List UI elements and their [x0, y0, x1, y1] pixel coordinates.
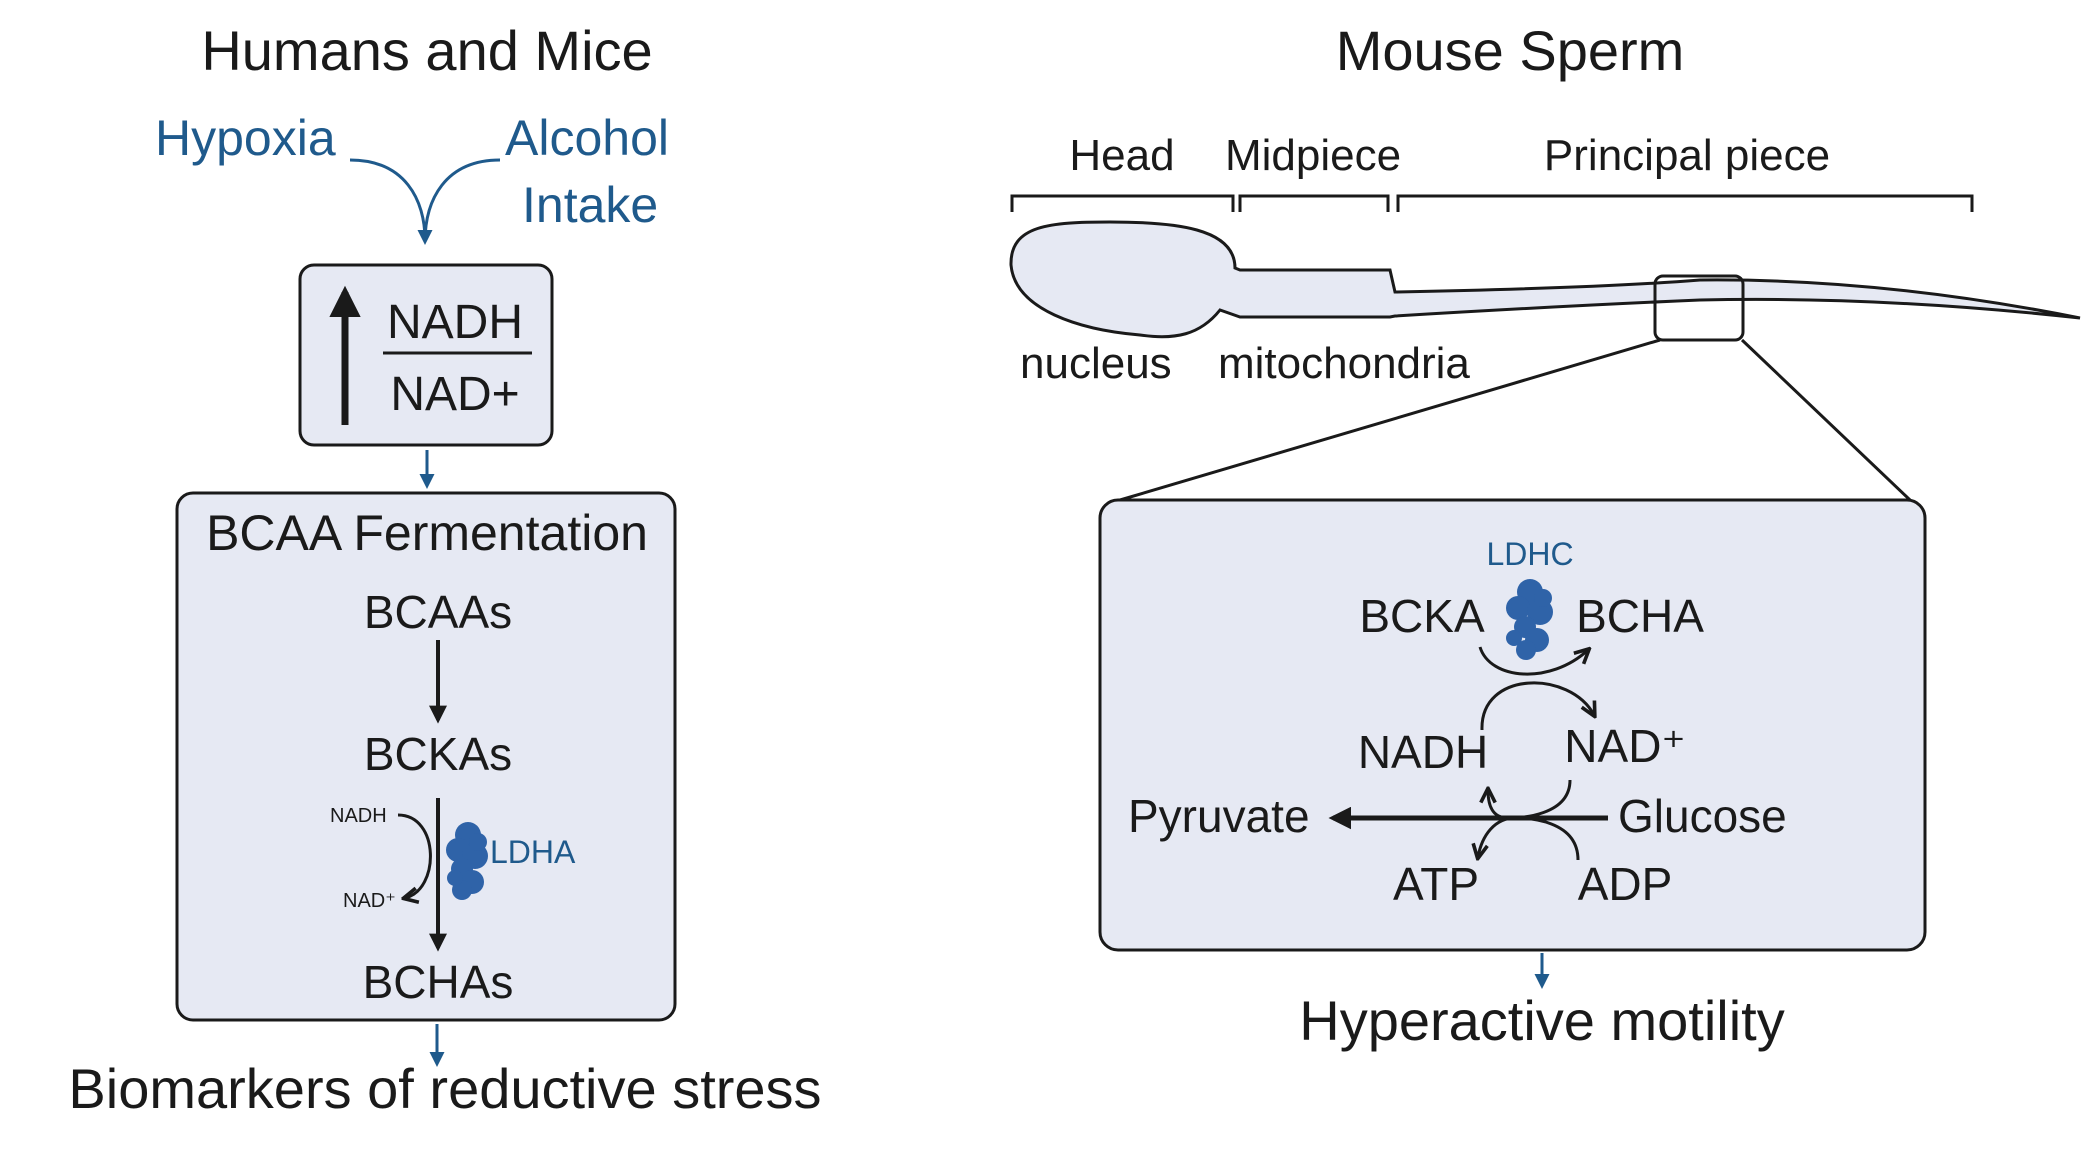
bcka-to-bcha-arrow — [1478, 647, 1588, 676]
nucleus-label: nucleus — [1020, 339, 1172, 388]
fermentation-title: BCAA Fermentation — [206, 505, 648, 561]
cofactor-nad-label: NAD⁺ — [343, 890, 396, 912]
ratio-denominator: NAD+ — [390, 368, 519, 421]
bcka-label: BCKA — [1359, 590, 1485, 642]
ldhc-label: LDHC — [1486, 536, 1573, 572]
right-outcome: Hyperactive motility — [1299, 989, 1784, 1052]
alcohol-label: Alcohol — [505, 110, 669, 166]
zoom-line-right — [1740, 338, 1912, 502]
nadh-to-nad-arrow — [1480, 681, 1594, 731]
cofactor-nadh-label: NADH — [330, 805, 387, 827]
pyruvate-label: Pyruvate — [1128, 790, 1310, 842]
mitochondria-label: mitochondria — [1218, 339, 1470, 388]
ldha-label: LDHA — [490, 834, 576, 870]
nadh-label: NADH — [1358, 726, 1488, 778]
nad-label: NAD⁺ — [1564, 720, 1685, 772]
zoom-box — [1098, 498, 1927, 952]
fermentation-box — [175, 491, 677, 1022]
intake-label: Intake — [522, 177, 658, 233]
atp-label: ATP — [1393, 858, 1479, 910]
hypoxia-label: Hypoxia — [155, 110, 336, 166]
left-outcome: Biomarkers of reductive stress — [68, 1057, 821, 1120]
left-panel: Humans and Mice Hypoxia Alcohol Intake N… — [68, 19, 821, 1120]
principal-segment-label: Principal piece — [1544, 131, 1830, 180]
zoom-line-left — [1119, 338, 1661, 502]
midpiece-segment-label: Midpiece — [1225, 131, 1401, 180]
midpiece-bracket — [1238, 194, 1390, 212]
ldha-protein-icon — [446, 822, 488, 900]
ratio-numerator: NADH — [387, 296, 523, 349]
sperm-cell-outline — [1009, 220, 2081, 339]
head-segment-label: Head — [1069, 131, 1174, 180]
zoom-region-marker — [1653, 274, 1745, 342]
right-panel: Mouse Sperm Head Midpiece Principal piec… — [1009, 19, 2081, 1052]
converging-arrow-left — [349, 158, 427, 241]
glucose-label: Glucose — [1618, 790, 1787, 842]
cofactor-arrow — [397, 813, 432, 898]
adp-to-atp-arrow — [1478, 816, 1580, 860]
ldhc-protein-icon — [1506, 579, 1553, 660]
left-title: Humans and Mice — [201, 19, 652, 82]
bcaas-label: BCAAs — [364, 586, 512, 638]
head-bracket — [1010, 194, 1235, 212]
principal-bracket — [1396, 194, 1974, 212]
nadh-ratio-box — [298, 263, 554, 447]
adp-label: ADP — [1578, 858, 1673, 910]
converging-arrow-right — [417, 158, 501, 245]
bcha-label: BCHA — [1576, 590, 1704, 642]
right-title: Mouse Sperm — [1336, 19, 1685, 82]
bchas-label: BCHAs — [363, 956, 514, 1008]
bckas-label: BCKAs — [364, 728, 512, 780]
